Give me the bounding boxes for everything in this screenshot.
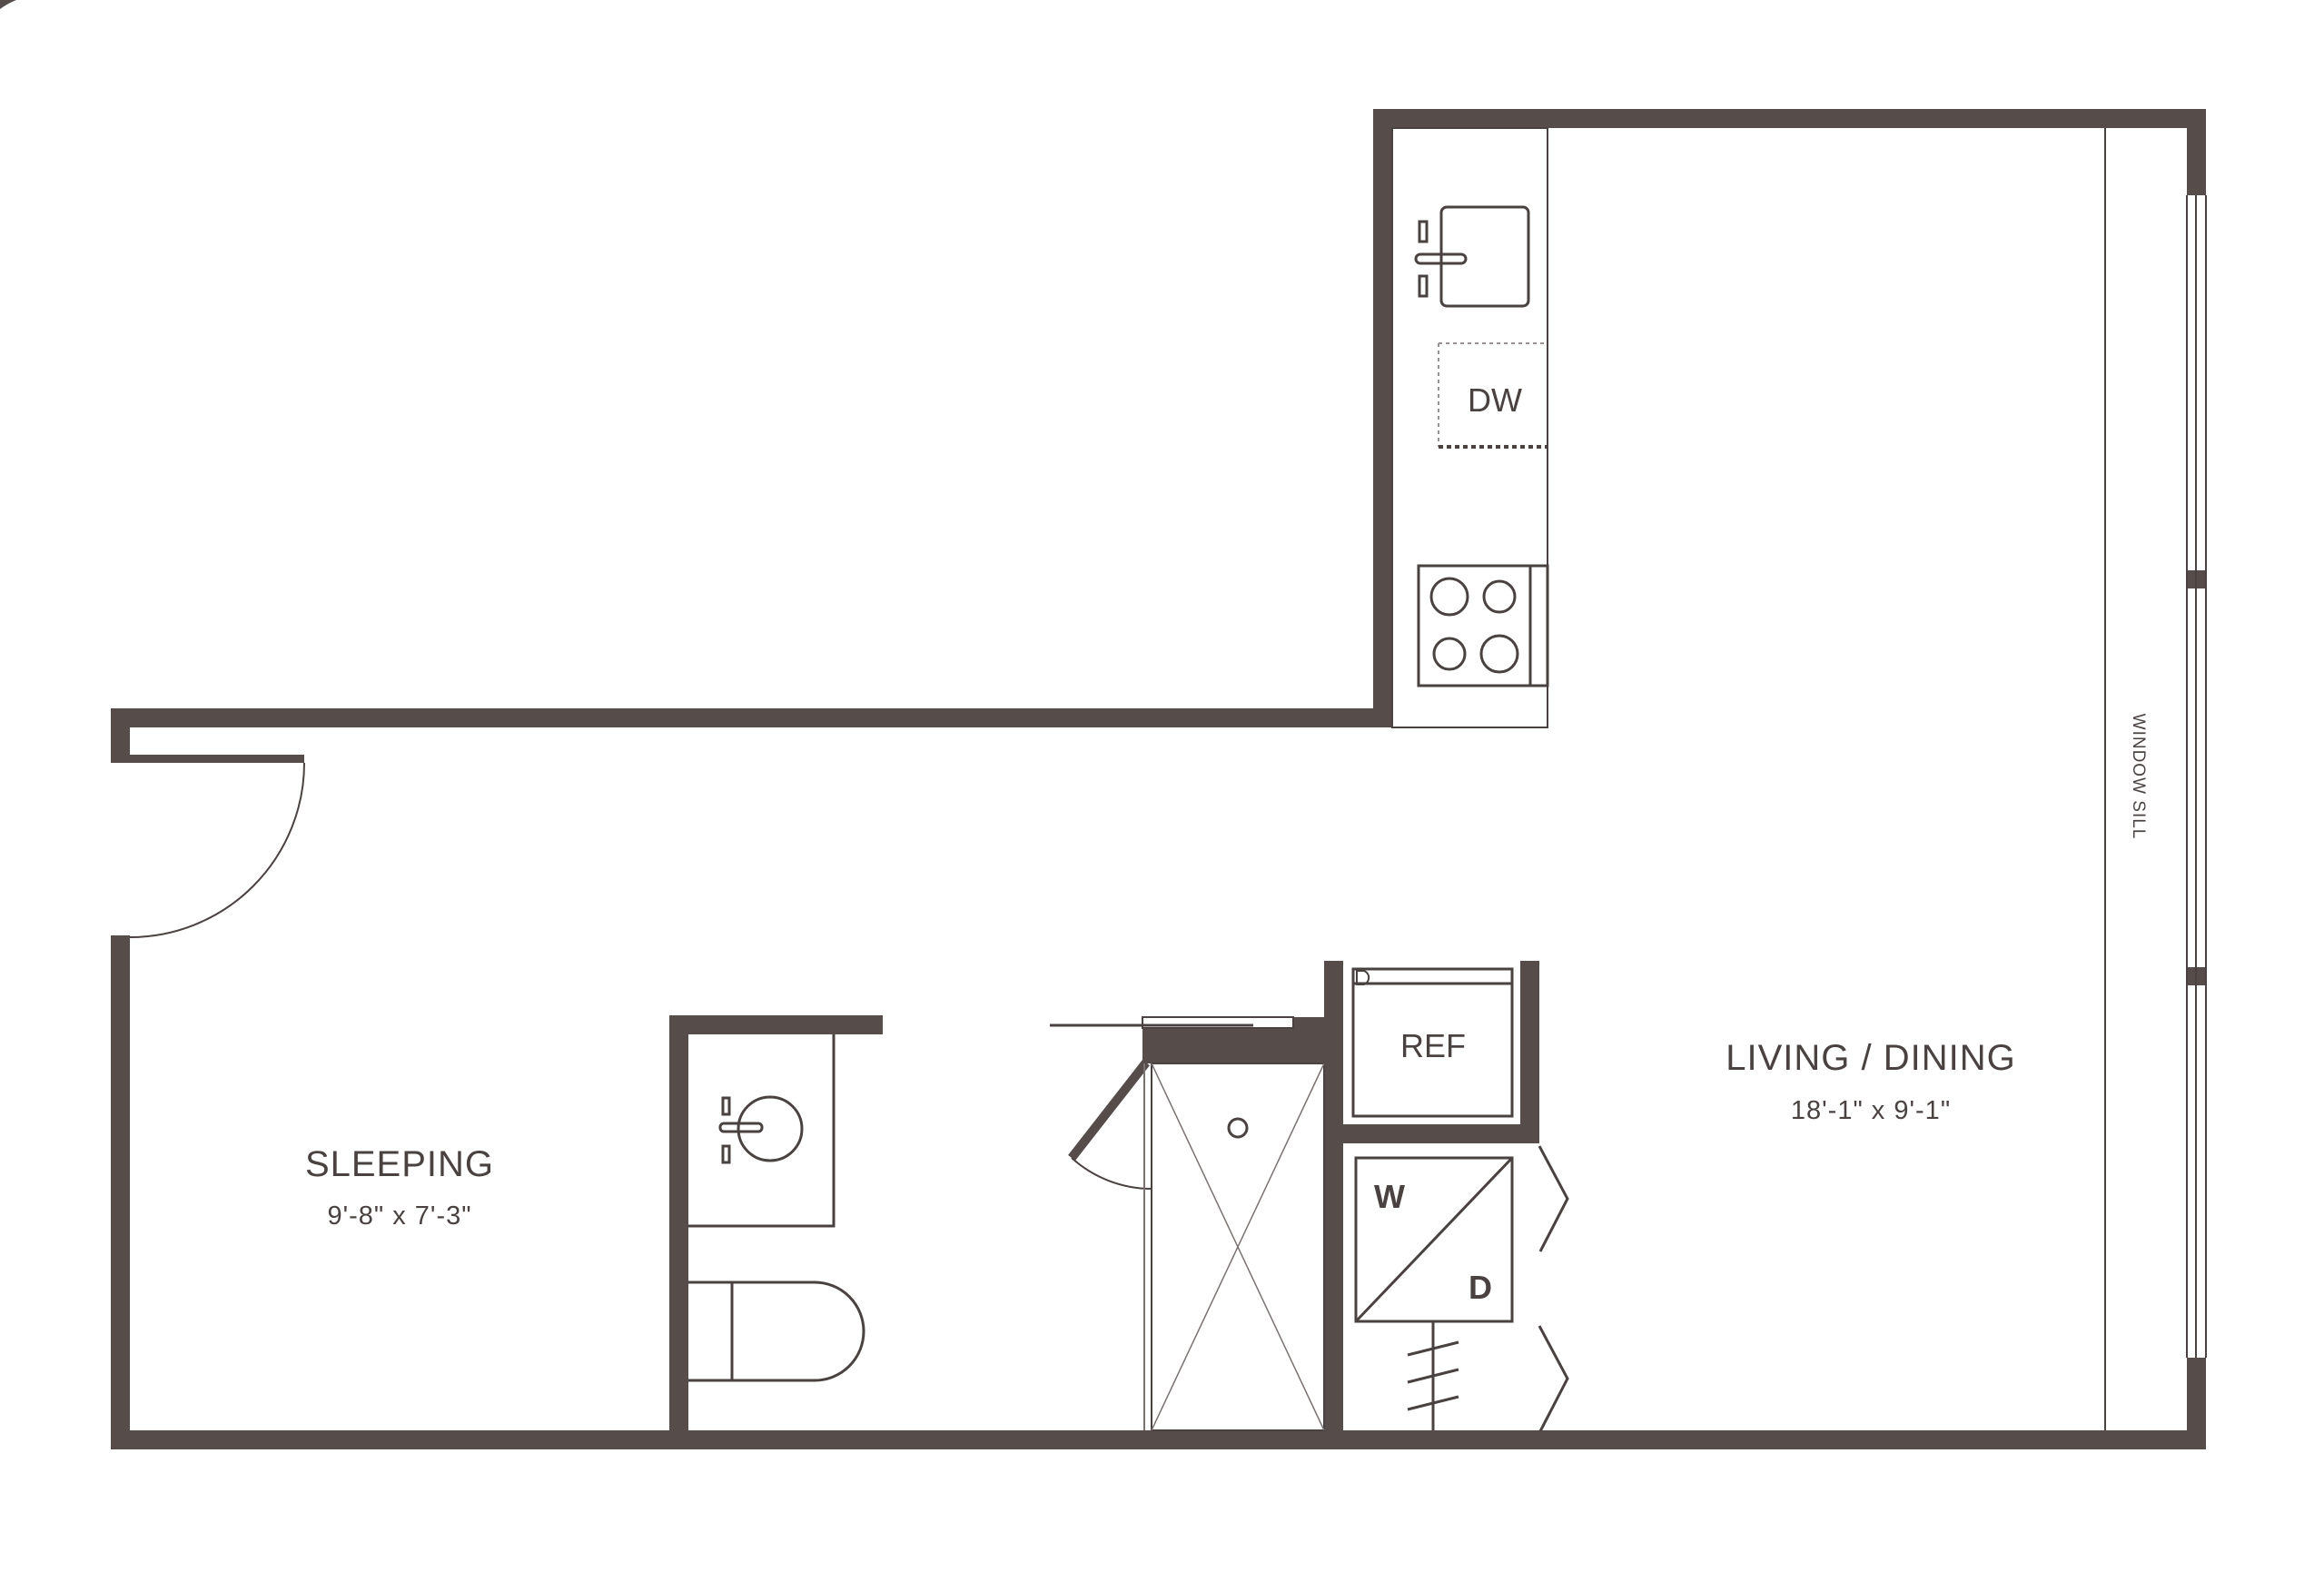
wall-top	[1373, 109, 2206, 128]
living-room-dimensions: 18'-1" x 9'-1"	[1791, 1096, 1951, 1125]
wall-bottom	[111, 1430, 2206, 1449]
burner-3	[1432, 637, 1467, 671]
room-labels: SLEEPING 9'-8" x 7'-3" LIVING / DINING 1…	[305, 1038, 2016, 1231]
sleeping-room-dimensions: 9'-8" x 7'-3"	[327, 1201, 471, 1231]
kitchen-faucet	[1414, 252, 1468, 265]
ref-wall-bottom	[1343, 1124, 1539, 1143]
burner-1	[1429, 577, 1469, 617]
refrigerator-label: REF	[1400, 1027, 1466, 1064]
refrigerator-hinge	[1356, 970, 1370, 985]
shower-door-leaf	[1068, 1059, 1150, 1162]
burner-4	[1479, 634, 1519, 674]
appliance-closet: REF W D	[1343, 961, 1569, 1432]
wall-right-top	[2187, 109, 2206, 195]
washer-dryer-divider	[1354, 1156, 1514, 1323]
wall-right-bottom	[2187, 1358, 2206, 1449]
entry-door-swing	[129, 762, 305, 938]
hanger-2	[1407, 1368, 1459, 1384]
bath-wall-top	[669, 1015, 883, 1034]
bifold-door-lower	[1538, 1325, 1569, 1432]
dryer-label: D	[1469, 1269, 1492, 1306]
toilet	[688, 1280, 865, 1382]
wall-kitchen-left	[1373, 109, 1392, 727]
vanity-counter	[688, 1034, 836, 1228]
exterior-walls	[111, 109, 2206, 1449]
sleeping-room-name: SLEEPING	[305, 1144, 494, 1184]
shower-door-swing	[1071, 1157, 1152, 1190]
bath-faucet-handle-1	[721, 1096, 731, 1116]
kitchen-sink-basin	[1439, 205, 1530, 308]
wall-middle-top	[111, 708, 1392, 727]
washer-label: W	[1374, 1178, 1405, 1215]
bath-wall-left	[669, 1015, 688, 1449]
kitchen-counter	[1391, 127, 1548, 728]
toilet-bowl	[688, 1280, 865, 1382]
bathroom	[669, 1015, 883, 1449]
kitchen-faucet-handle-1	[1418, 220, 1429, 243]
window-sill-label: WINDOW SILL	[2129, 714, 2148, 840]
cooktop	[1417, 564, 1549, 687]
shower-drain	[1227, 1117, 1249, 1139]
corner-mark	[0, 0, 16, 9]
kitchen-faucet-handle-2	[1418, 274, 1429, 298]
entry-door	[129, 755, 305, 938]
bath-faucet-handle-2	[721, 1144, 731, 1164]
kitchen: DW	[1391, 127, 1549, 728]
bath-faucet	[718, 1122, 764, 1133]
ref-wall-right	[1520, 961, 1539, 1142]
shower	[1050, 961, 1343, 1449]
shower-pan	[1143, 1063, 1325, 1431]
closet-rod	[1407, 1321, 1459, 1430]
shower-pan-outline	[1151, 1063, 1325, 1431]
burner-2	[1482, 579, 1517, 614]
dishwasher-label: DW	[1468, 381, 1522, 419]
bifold-doors	[1538, 1145, 1569, 1432]
vanity	[688, 1034, 836, 1228]
hanger-1	[1407, 1340, 1459, 1357]
living-room-name: LIVING / DINING	[1726, 1038, 2016, 1078]
wall-left-lower	[111, 935, 130, 1449]
bifold-door-upper	[1538, 1145, 1569, 1252]
dishwasher: DW	[1438, 342, 1548, 449]
shower-wall-right	[1324, 961, 1343, 1449]
entry-door-leaf	[130, 755, 304, 763]
hanger-3	[1407, 1395, 1459, 1411]
refrigerator: REF	[1351, 967, 1514, 1118]
washer-dryer: W D	[1354, 1156, 1514, 1323]
bath-sink-basin	[737, 1095, 804, 1162]
right-windows	[2186, 195, 2207, 1358]
refrigerator-body	[1351, 967, 1514, 1118]
wall-left-upper	[111, 708, 130, 763]
shower-pan-diagonal-2	[1151, 1063, 1325, 1431]
